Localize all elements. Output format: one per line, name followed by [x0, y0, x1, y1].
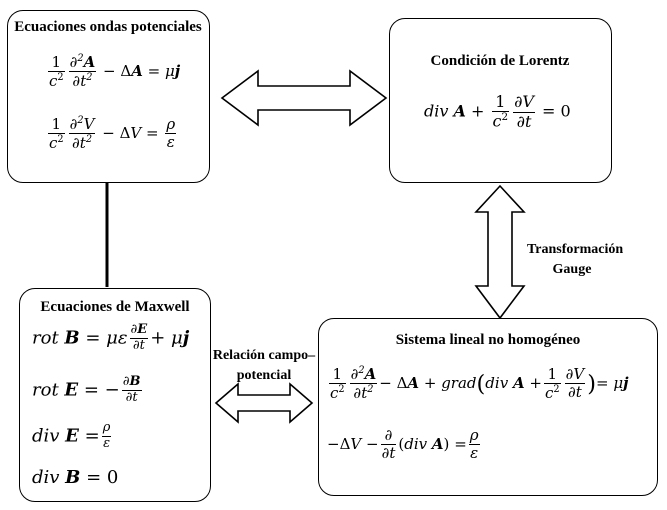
maxwell-rot-b: rot B = με∂E∂t+ μj — [32, 322, 190, 353]
double-arrow-horizontal-icon — [220, 69, 388, 127]
maxwell-box: Ecuaciones de Maxwell rot B = με∂E∂t+ μj… — [19, 288, 211, 502]
double-arrow-horizontal-small-icon — [214, 382, 314, 424]
double-arrow-vertical-icon — [474, 184, 526, 320]
maxwell-div-b: div B = 0 — [32, 467, 119, 488]
maxwell-rot-e: rot E = −∂B∂t — [32, 374, 142, 405]
system-title: Sistema lineal no homogéneo — [395, 332, 581, 348]
gauge-label: Transformación Gauge — [527, 242, 624, 277]
maxwell-title: Ecuaciones de Maxwell — [40, 299, 190, 315]
relation-label: Relación campo–potencial — [212, 348, 316, 383]
waves-title: Ecuaciones ondas potenciales — [14, 19, 202, 35]
lorentz-title: Condición de Lorentz — [430, 53, 570, 69]
